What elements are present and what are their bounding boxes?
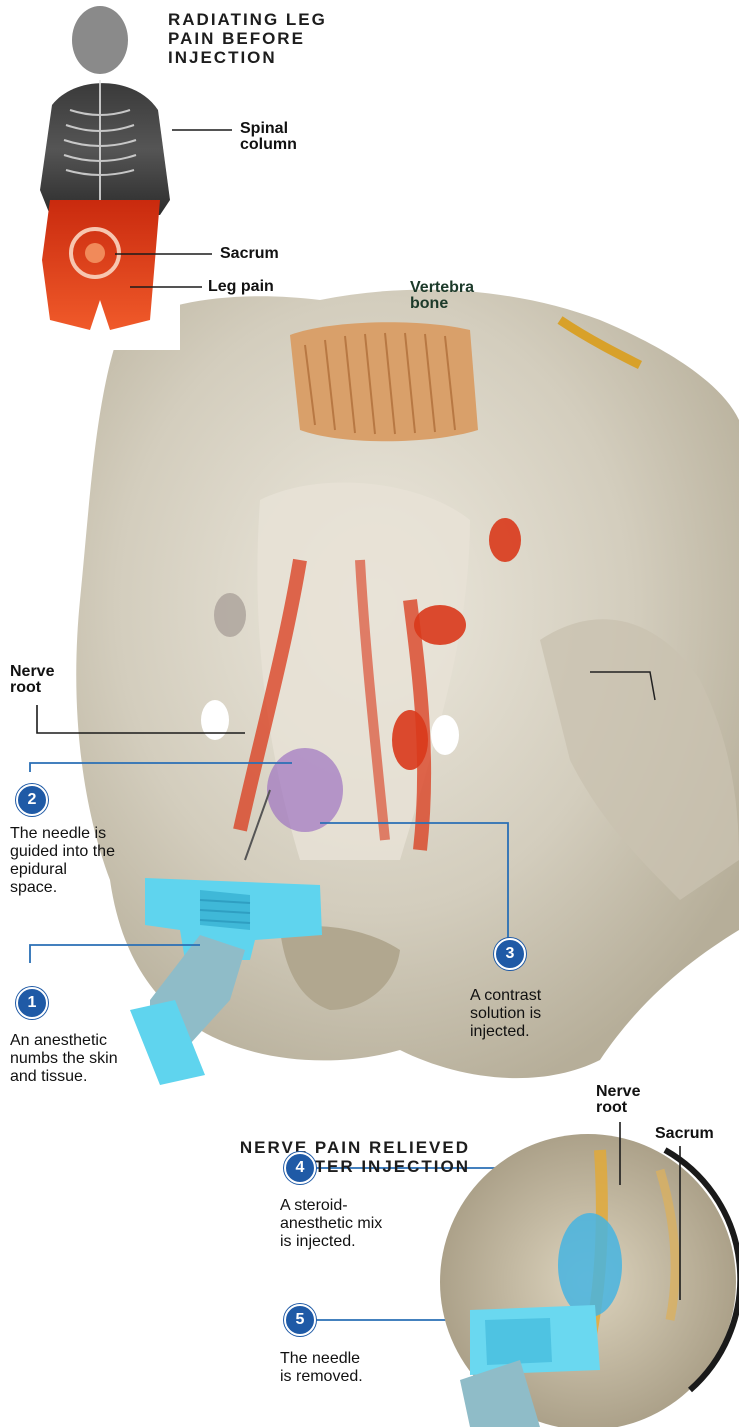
- step-4-badge: 4: [284, 1152, 316, 1184]
- step-1-badge: 1: [16, 987, 48, 1019]
- label-sacrum-top: Sacrum: [220, 246, 279, 262]
- patient-figure: [40, 0, 180, 350]
- step-3-badge: 3: [494, 938, 526, 970]
- sacrum-illustration: [76, 290, 739, 1079]
- label-leg-pain: Leg pain: [208, 279, 274, 295]
- label-sacrum-inset: Sacrum: [655, 1126, 714, 1142]
- step-5-badge: 5: [284, 1304, 316, 1336]
- step-2-badge: 2: [16, 784, 48, 816]
- inset-illustration: [440, 1134, 739, 1427]
